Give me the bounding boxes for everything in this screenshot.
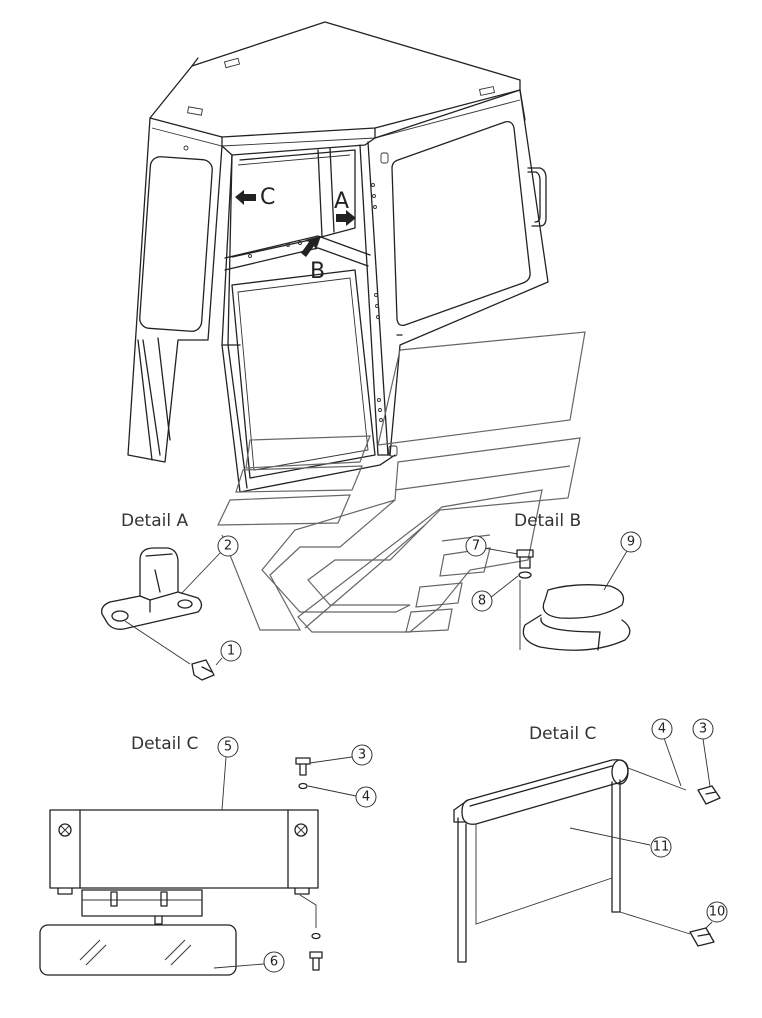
arrow-label-a: A [334,189,349,214]
arrow-label-c: C [260,185,275,210]
callout-8: 8 [478,594,486,609]
cab-assembly: C A B [127,21,549,493]
detail-a-title: Detail A [121,511,188,531]
callout-9: 9 [627,535,635,550]
detail-c-left-title: Detail C [131,734,198,754]
detail-c-right: Detail C 4 3 11 10 [453,718,728,963]
detail-c-right-title: Detail C [529,724,596,744]
detail-b-title: Detail B [514,511,581,531]
callout-1: 1 [227,644,235,659]
callout-4-right: 4 [658,722,666,737]
callout-5: 5 [224,740,232,755]
callout-11: 11 [653,840,670,855]
callout-3-right: 3 [699,722,707,737]
callout-2: 2 [224,539,232,554]
detail-a: Detail A 2 1 [101,511,242,681]
callout-6: 6 [270,955,278,970]
detail-c-left: Detail C 5 3 [39,734,377,976]
arrow-label-b: B [310,259,325,284]
detail-b: Detail B 7 8 9 [465,511,642,651]
decal-sheets [217,331,586,633]
callout-4-left: 4 [362,790,370,805]
callout-3-left: 3 [358,748,366,763]
callout-10: 10 [709,905,726,920]
callout-7: 7 [472,539,480,554]
